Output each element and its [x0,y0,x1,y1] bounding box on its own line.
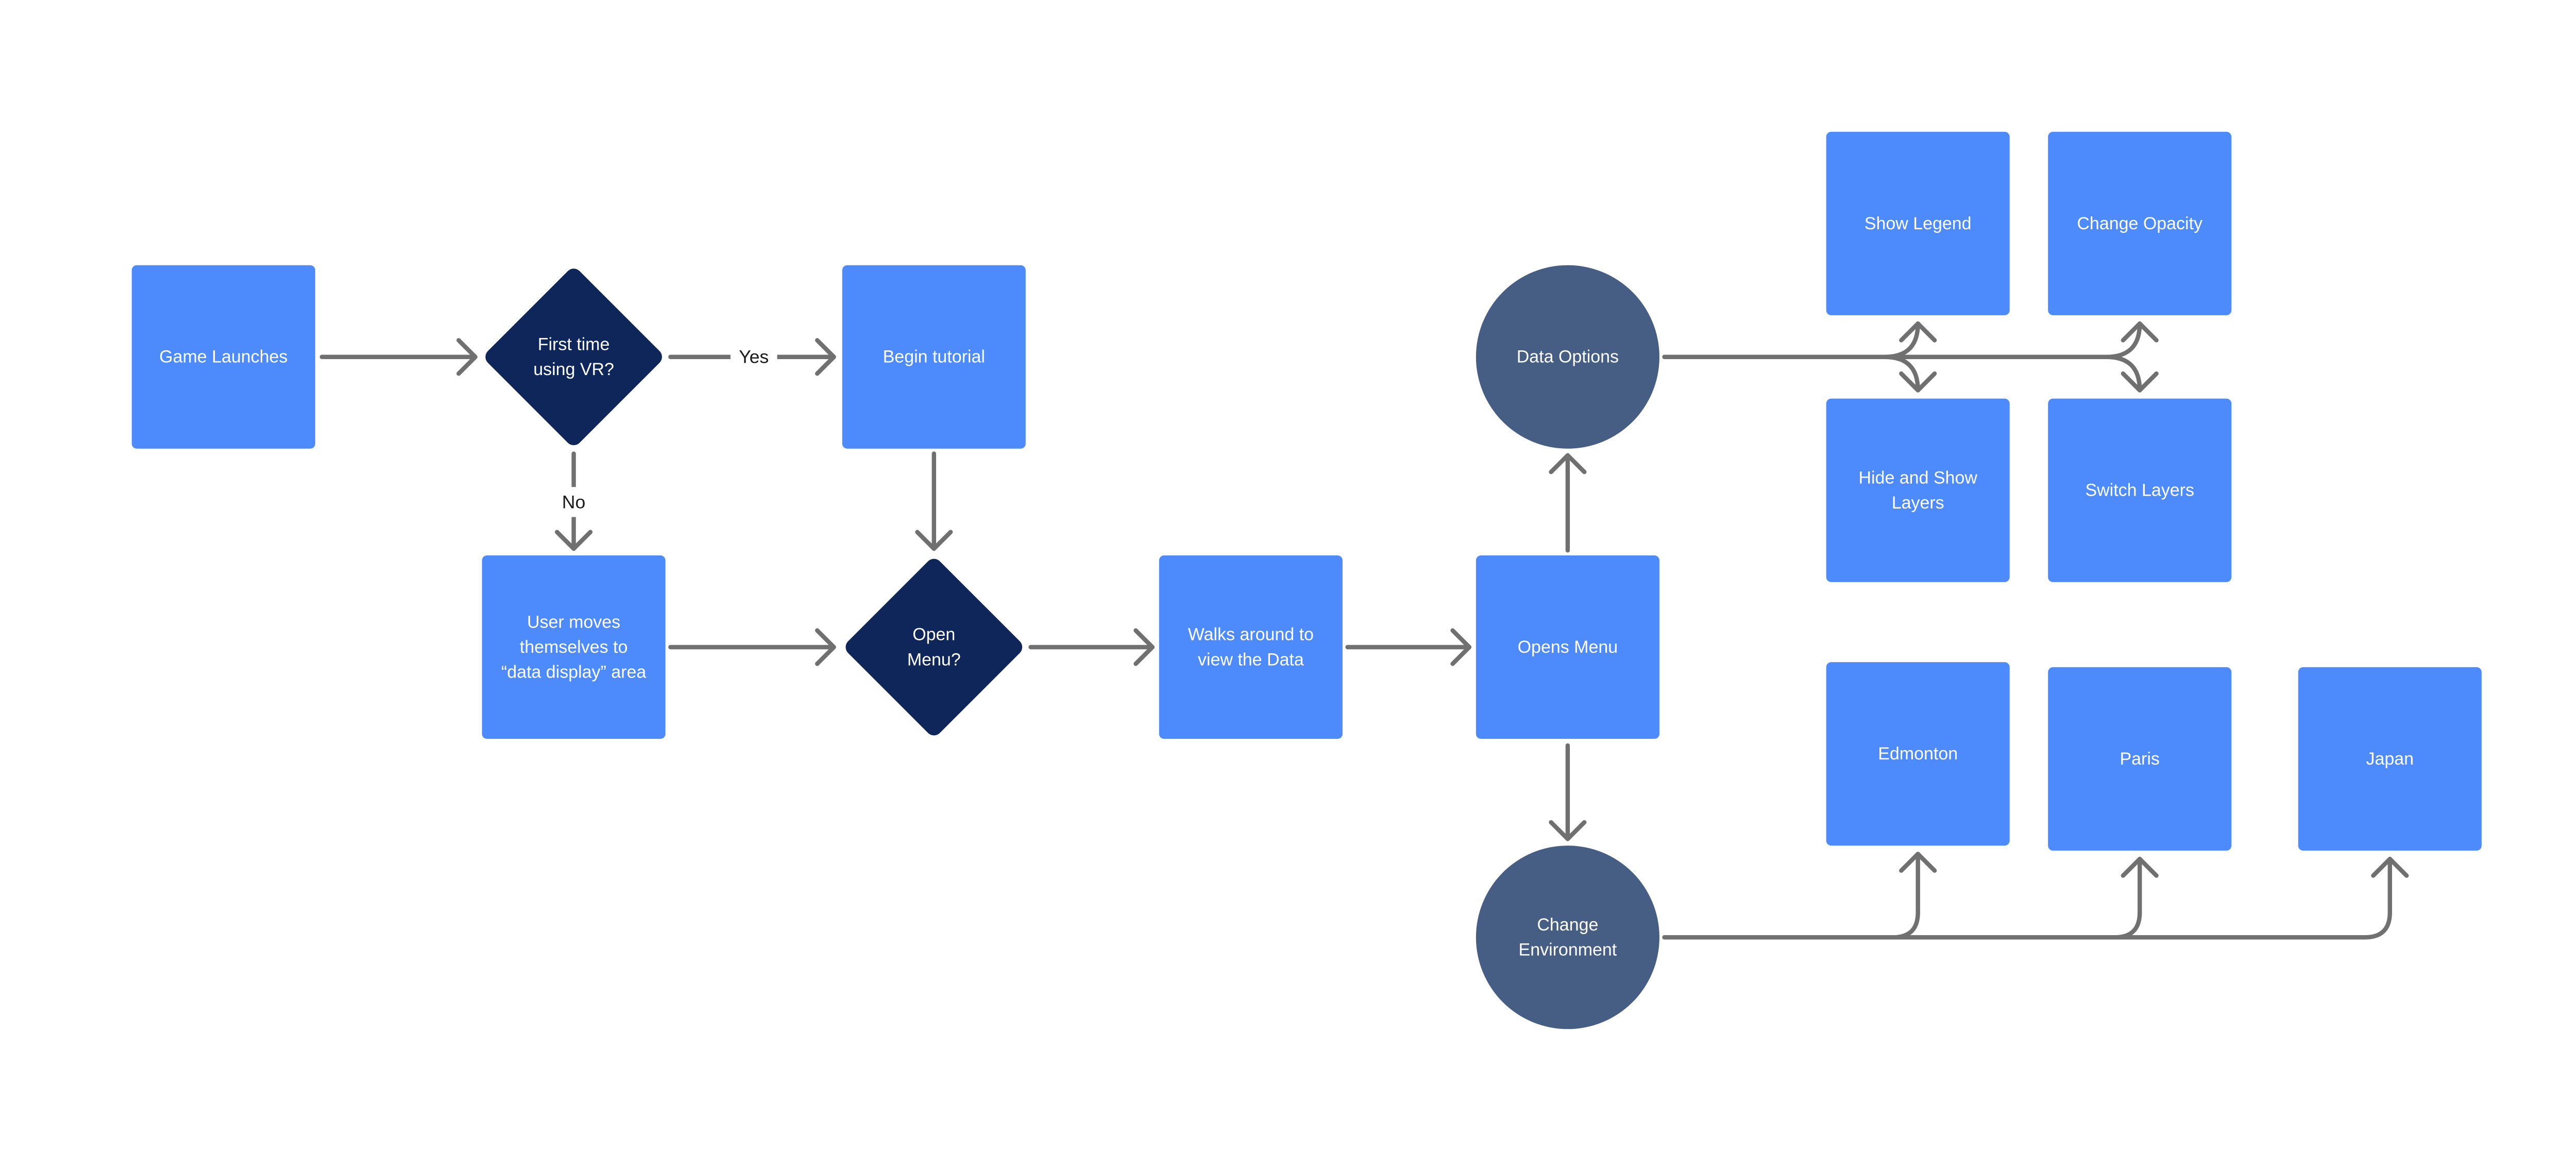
node-opens-menu-box [1476,555,1659,739]
node-first-time-vr-label-line: First time [538,334,610,354]
edge-data-options-to-switch-layers-line [1662,354,2142,393]
edge-label-yes: Yes [730,342,777,372]
node-open-menu-q-label-line: Menu? [907,650,961,669]
node-change-opacity-label-line: Change Opacity [2077,214,2202,233]
node-first-time-vr[interactable]: First time using VR? [482,265,666,449]
edge-label-no: No [550,487,597,517]
node-edmonton[interactable]: Edmonton [1826,662,2010,846]
node-paris-box [2048,667,2232,851]
node-walks-around-label-line: Walks around to [1188,625,1314,645]
edge-open-menu-q-to-walks-around-arrowhead [1133,628,1155,666]
node-begin-tutorial[interactable]: Begin tutorial [842,265,1026,449]
edge-change-environment-to-paris-arrowhead [2121,856,2159,878]
node-user-moves-label-line: “data display” area [501,663,646,682]
edge-data-options-to-change-opacity-arrowhead [2121,321,2159,343]
node-walks-around[interactable]: Walks around to view the Data [1159,555,1343,739]
nodes-layer: Game Launches First time using VR? Begin tu… [131,131,2482,1029]
node-walks-around-label-line: view the Data [1198,650,1304,669]
node-show-legend-label-line: Show Legend [1865,214,1972,233]
edges-layer [319,321,2409,940]
edge-opens-menu-to-change-environment [1549,743,1587,841]
node-begin-tutorial-box [842,265,1026,449]
node-data-options-circle [1476,265,1659,449]
edge-begin-tutorial-to-open-menu-q-arrowhead [915,530,953,551]
node-japan[interactable]: Japan [2298,667,2482,851]
node-game-launches[interactable]: Game Launches [131,265,315,449]
edge-data-options-to-hide-show-layers-arrowhead [1899,371,1937,393]
node-hide-show-layers-label-line: Layers [1892,493,1944,513]
edge-change-environment-to-edmonton-arrowhead [1899,852,1937,873]
edge-label-bg [730,342,777,372]
node-begin-tutorial-label-line: Begin tutorial [883,347,985,367]
edge-first-time-vr-to-begin-tutorial-arrowhead [815,338,836,376]
node-show-legend-box [1826,131,2010,315]
edge-change-environment-to-paris [1662,856,2159,940]
node-opens-menu[interactable]: Opens Menu [1476,555,1659,739]
edge-label-text: Yes [739,347,769,367]
node-paris-label-line: Paris [2120,749,2160,769]
edge-user-moves-to-open-menu-q-arrowhead [815,628,836,666]
edge-change-environment-to-japan-arrowhead [2371,856,2409,878]
node-open-menu-q-diamond [845,559,1023,736]
node-game-launches-label-line: Game Launches [159,347,287,367]
node-game-launches-box [131,265,315,449]
node-user-moves-label-line: themselves to [520,637,628,657]
node-change-environment-label-line: Change [1537,915,1598,935]
node-data-options-label-line: Data Options [1517,347,1619,367]
edge-data-options-to-show-legend [1662,321,1937,359]
node-first-time-vr-label-line: using VR? [533,360,614,379]
node-edmonton-box [1826,662,2010,846]
edge-data-options-to-switch-layers [1662,354,2159,393]
node-edmonton-label-line: Edmonton [1878,744,1958,764]
node-first-time-vr-diamond [485,268,662,446]
edge-data-options-to-hide-show-layers [1662,354,1937,393]
edge-first-time-vr-to-user-moves-arrowhead [554,530,593,551]
node-paris[interactable]: Paris [2048,667,2232,851]
node-change-opacity[interactable]: Change Opacity [2048,131,2232,315]
edge-change-environment-to-edmonton [1662,852,1937,940]
node-walks-around-box [1159,555,1343,739]
edge-game-launches-to-first-time-vr [319,338,478,376]
edge-data-options-to-hide-show-layers-line [1662,354,1920,393]
edge-data-options-to-show-legend-arrowhead [1899,321,1937,343]
edge-label-bg [550,487,597,517]
node-hide-show-layers-box [1826,398,2010,582]
edge-opens-menu-to-data-options-arrowhead [1549,453,1587,475]
edge-game-launches-to-first-time-vr-arrowhead [456,338,478,376]
edge-opens-menu-to-data-options [1549,453,1587,553]
edge-data-options-to-switch-layers-arrowhead [2121,371,2159,393]
node-data-options[interactable]: Data Options [1476,265,1659,449]
edge-data-options-to-show-legend-line [1662,321,1920,359]
edge-user-moves-to-open-menu-q [668,628,836,666]
edge-walks-around-to-opens-menu-arrowhead [1450,628,1472,666]
node-user-moves[interactable]: User moves themselves to “data display” ar… [482,555,666,739]
node-change-environment-label-line: Environment [1519,940,1617,960]
node-switch-layers-box [2048,398,2232,582]
edge-label-text: No [562,492,586,512]
node-change-environment-circle [1476,845,1659,1029]
node-change-opacity-box [2048,131,2232,315]
node-user-moves-box [482,555,666,739]
node-open-menu-q-label-line: Open [912,625,955,645]
edge-change-environment-to-edmonton-line [1662,852,1920,940]
edge-opens-menu-to-change-environment-arrowhead [1549,820,1587,841]
node-show-legend[interactable]: Show Legend [1826,131,2010,315]
node-switch-layers-label-line: Switch Layers [2085,481,2194,500]
edge-change-environment-to-japan [1662,856,2409,940]
edge-open-menu-q-to-walks-around [1028,628,1155,666]
node-japan-label-line: Japan [2366,749,2414,769]
node-hide-show-layers-label-line: Hide and Show [1858,468,1977,487]
node-user-moves-label-line: User moves [527,612,620,632]
edge-begin-tutorial-to-open-menu-q [915,451,953,551]
node-switch-layers[interactable]: Switch Layers [2048,398,2232,582]
edge-walks-around-to-opens-menu [1345,628,1472,666]
edge-change-environment-to-japan-line [1662,856,2392,940]
node-japan-box [2298,667,2482,851]
node-opens-menu-label-line: Opens Menu [1518,637,1618,657]
